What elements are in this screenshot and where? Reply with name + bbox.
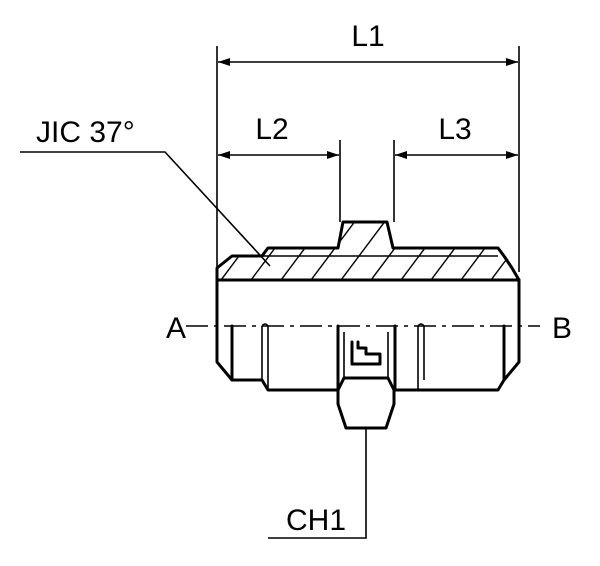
label-port-b: B [552, 312, 572, 345]
dimension-l2: L2 [218, 113, 339, 159]
view-lower-half [215, 278, 521, 430]
thread-callout: JIC 37° [20, 116, 271, 267]
label-l2: L2 [255, 113, 288, 146]
section-upper-half [215, 220, 521, 282]
hex-leader-line [268, 428, 367, 539]
label-hex-size: CH1 [286, 504, 346, 537]
hex-nut-outline [336, 376, 396, 430]
right-end-outline [393, 278, 521, 392]
label-port-a: A [166, 312, 186, 345]
label-l1: L1 [351, 20, 384, 53]
extension-lines [216, 46, 520, 272]
label-thread-type: JIC 37° [36, 116, 135, 149]
label-l3: L3 [438, 113, 471, 146]
dimension-l1: L1 [218, 20, 518, 66]
center-axis: A B [166, 312, 572, 345]
thread-leader-line [20, 151, 271, 267]
identification-mark [350, 340, 382, 366]
left-end-outline [215, 278, 340, 392]
hex-callout: CH1 [268, 428, 367, 539]
section-hatching [217, 222, 519, 280]
section-outline [215, 220, 521, 282]
dimension-l3: L3 [395, 113, 518, 159]
